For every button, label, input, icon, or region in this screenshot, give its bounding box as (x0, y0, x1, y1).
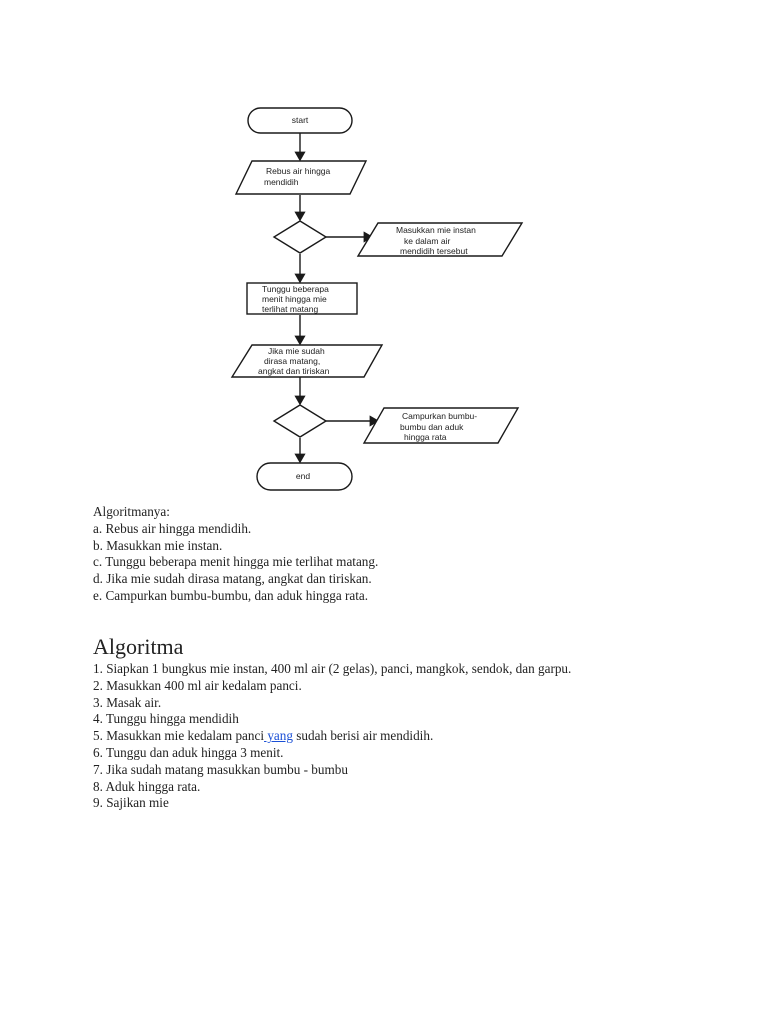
step3-line2: menit hingga mie (262, 294, 327, 304)
algoritma-step: 6. Tunggu dan aduk hingga 3 menit. (93, 744, 284, 760)
algoritma-step-5: 5. Masukkan mie kedalam panci yang sudah… (93, 728, 753, 745)
end-label: end (296, 471, 310, 481)
algoritma-step: 8. Aduk hingga rata. (93, 778, 201, 794)
algoritmanya-item: a. Rebus air hingga mendidih. (93, 520, 252, 536)
algoritmanya-item: b. Masukkan mie instan. (93, 537, 223, 553)
step2-line3: mendidih tersebut (400, 246, 468, 256)
step4-input: Jika mie sudah dirasa matang, angkat dan… (230, 344, 384, 378)
step4-line3: angkat dan tiriskan (258, 366, 330, 376)
step5-line1: Campurkan bumbu- (402, 411, 477, 421)
step5-line3: hingga rata (404, 432, 447, 442)
yang-link[interactable]: yang (264, 728, 293, 744)
step4-line1: Jika mie sudah (268, 346, 325, 356)
step5-line2: bumbu dan aduk (400, 422, 464, 432)
algoritmanya-section: Algoritmanya: a. Rebus air hingga mendid… (93, 504, 733, 605)
algoritma-step: 1. Siapkan 1 bungkus mie instan, 400 ml … (93, 661, 572, 676)
decision1-diamond (272, 220, 328, 254)
step3-process: Tunggu beberapa menit hingga mie terliha… (246, 282, 358, 315)
algoritmanya-item: e. Campurkan bumbu-bumbu, dan aduk hingg… (93, 587, 369, 603)
algoritma-step: 7. Jika sudah matang masukkan bumbu - bu… (93, 761, 348, 777)
algoritmanya-item: c. Tunggu beberapa menit hingga mie terl… (93, 554, 379, 570)
step2-line2: ke dalam air (404, 236, 450, 246)
end-terminator: end (256, 462, 353, 491)
step5-input: Campurkan bumbu- bumbu dan aduk hingga r… (362, 407, 520, 444)
start-terminator: start (247, 107, 353, 134)
algoritma-step: 3. Masak air. (93, 694, 162, 710)
algoritmanya-title: Algoritmanya: (93, 504, 170, 519)
step2-input: Masukkan mie instan ke dalam air mendidi… (356, 222, 524, 257)
algoritma-heading: Algoritma (93, 634, 184, 659)
step2-line1: Masukkan mie instan (396, 225, 476, 235)
decision2-diamond (272, 404, 328, 438)
step3-line3: terlihat matang (262, 304, 318, 314)
algoritmanya-item: d. Jika mie sudah dirasa matang, angkat … (93, 571, 372, 587)
step1-line2: mendidih (264, 177, 299, 187)
step1-input: Rebus air hingga mendidih (234, 160, 368, 195)
start-label: start (292, 115, 309, 125)
step4-line2: dirasa matang, (264, 356, 320, 366)
step3-line1: Tunggu beberapa (262, 284, 329, 294)
algoritma-step-5-before: 5. Masukkan mie kedalam panci (93, 728, 265, 744)
algoritma-step: 2. Masukkan 400 ml air kedalam panci. (93, 677, 302, 693)
algoritma-step: 4. Tunggu hingga mendidih (93, 711, 239, 727)
step1-line1: Rebus air hingga (266, 166, 331, 176)
algoritma-step: 9. Sajikan mie (93, 795, 169, 811)
algoritma-steps-list: 1. Siapkan 1 bungkus mie instan, 400 ml … (93, 661, 753, 812)
flowchart: start Rebus air hingga mendidih Masukkan… (230, 107, 524, 491)
algoritma-step-5-after: sudah berisi air mendidih. (292, 728, 434, 744)
